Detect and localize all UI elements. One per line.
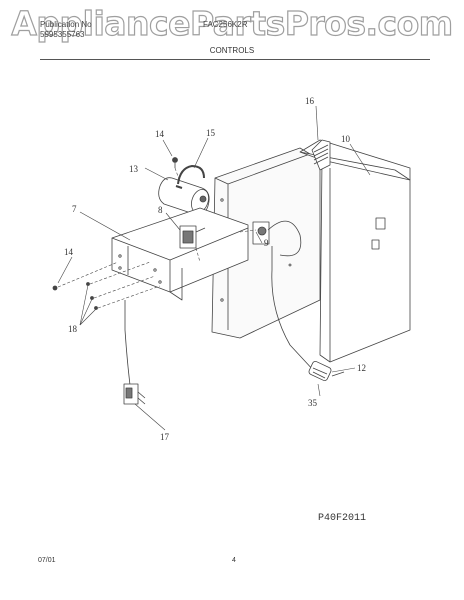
callout-15: 15 (206, 128, 216, 138)
thermostat (252, 220, 316, 373)
control-grille (311, 139, 331, 171)
footer-page-number: 4 (232, 557, 236, 564)
callout-16: 16 (305, 96, 315, 106)
footer-date: 07/01 (38, 557, 56, 564)
capacitor-strap (175, 165, 205, 189)
callout-17: 17 (160, 432, 170, 442)
callout-10: 10 (341, 134, 351, 144)
section-title: CONTROLS (209, 46, 255, 55)
callout-12: 12 (357, 363, 366, 373)
publication-label: Publication No (40, 20, 92, 29)
rotary-switch (179, 225, 206, 249)
publication-header: Publication No 5995355763 (40, 20, 92, 40)
callout-14-top: 14 (155, 129, 165, 139)
callout-7: 7 (72, 204, 77, 214)
screw-top (172, 157, 178, 168)
explode-lines (57, 167, 257, 309)
callout-18: 18 (68, 324, 78, 334)
leader-lines (57, 105, 371, 431)
callout-9: 9 (264, 238, 269, 248)
site-watermark: AppliancePartsPros.com (11, 3, 454, 43)
callout-13: 13 (129, 164, 139, 174)
header-rule (40, 59, 430, 60)
mounting-screws (52, 282, 98, 310)
figure-code: P40F2011 (318, 513, 367, 524)
callout-8: 8 (158, 205, 163, 215)
model-number: FAC256K2R (203, 20, 248, 29)
callout-35: 35 (308, 398, 318, 408)
control-box (111, 207, 249, 301)
power-cord (123, 300, 146, 405)
control-panel-cover (299, 139, 411, 363)
callout-numbers: 16 15 14 13 10 7 8 9 14 18 12 35 17 (64, 96, 366, 442)
publication-number: 5995355763 (40, 30, 85, 39)
sensor-holder (308, 361, 345, 381)
callout-14-left: 14 (64, 247, 74, 257)
